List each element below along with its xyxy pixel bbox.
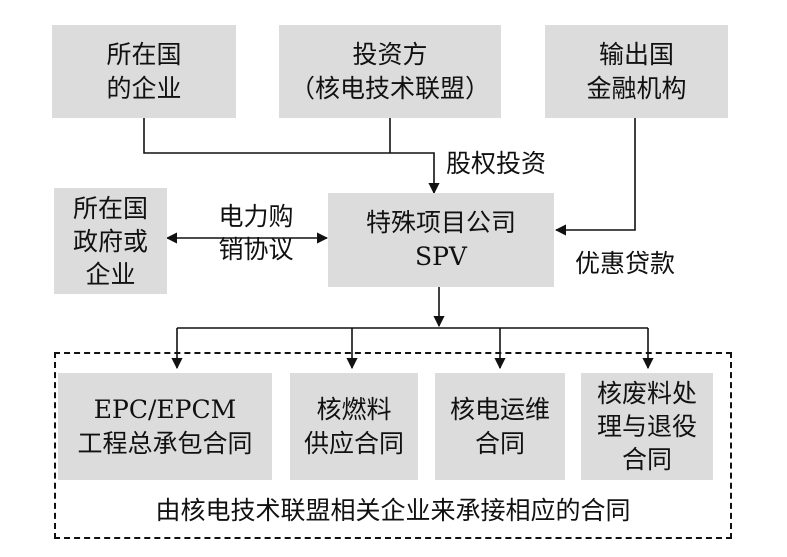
box-line: EPC/EPCM: [93, 394, 237, 424]
contract-fuel-box: 核燃料 供应合同: [290, 373, 418, 480]
box-line: （核电技术联盟）: [289, 73, 490, 103]
box-line: 输出国: [598, 39, 674, 69]
contract-operation-box: 核电运维 合同: [435, 373, 565, 480]
finance-to-spv-line: [554, 118, 636, 236]
box-line: 核燃料: [316, 394, 392, 424]
host-enterprise-box: 所在国 的企业: [52, 25, 236, 118]
box-line: 投资方: [352, 39, 428, 69]
box-line: 企业: [85, 259, 136, 289]
box-line: 核电运维: [449, 394, 550, 424]
host-government-box: 所在国 政府或 企业: [54, 188, 167, 294]
preferential-loan-label: 优惠贷款: [575, 249, 676, 278]
label-line: 电力购: [218, 202, 294, 231]
equity-investment-label: 股权投资: [446, 149, 547, 178]
box-line: 工程总承包合同: [77, 428, 253, 458]
box-line: 供应合同: [303, 428, 404, 458]
box-line: 金融机构: [586, 73, 687, 103]
box-line: 所在国: [106, 39, 182, 69]
label-line: 销协议: [218, 235, 294, 264]
power-purchase-label: 电力购 销协议: [204, 200, 308, 266]
contract-waste-box: 核废料处 理与退役 合同: [581, 373, 713, 480]
box-line: 理与退役: [596, 412, 697, 441]
contracts-group: [54, 352, 732, 539]
box-line: 政府或: [72, 226, 148, 256]
box-line: SPV: [414, 242, 467, 271]
box-line: 的企业: [106, 73, 182, 103]
group-caption: 由核电技术联盟相关企业来承接相应的合同: [155, 496, 631, 525]
spv-box: 特殊项目公司 SPV: [328, 193, 554, 287]
box-line: 合同: [474, 428, 525, 458]
box-line: 所在国: [72, 193, 148, 223]
contract-epc-box: EPC/EPCM 工程总承包合同: [58, 373, 272, 480]
host-enterprise-to-spv-line: [143, 118, 440, 195]
box-line: 核废料处: [596, 379, 697, 408]
box-line: 特殊项目公司: [365, 208, 516, 237]
box-line: 合同: [621, 445, 672, 474]
investor-box: 投资方 （核电技术联盟）: [279, 25, 501, 118]
export-finance-box: 输出国 金融机构: [545, 25, 728, 118]
